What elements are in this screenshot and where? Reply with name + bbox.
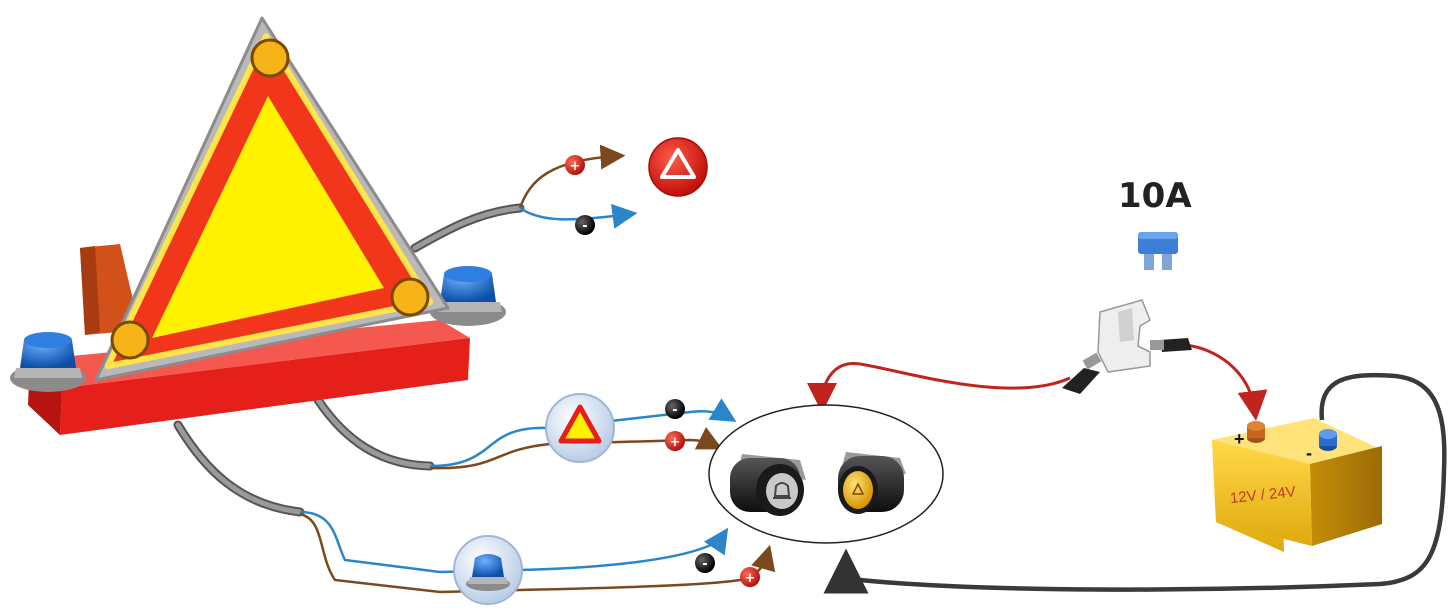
hazard-light-negative-lead <box>519 203 638 229</box>
beacon-switch-negative-terminal: - <box>695 553 715 573</box>
svg-text:+: + <box>670 435 681 450</box>
triangle-lamp-left <box>110 320 150 360</box>
blade-fuse <box>1138 232 1178 270</box>
hazard-switch-negative-lead <box>429 398 737 468</box>
hazard-light-positive-terminal: + <box>565 155 585 175</box>
hazard-switch-positive-lead <box>429 426 723 470</box>
battery-to-switch-ground-wire <box>823 372 1447 594</box>
hazard-switch-negative-terminal: - <box>665 399 685 419</box>
beacon-lamp-icon <box>466 554 510 591</box>
hazard-triangle-icon <box>558 404 602 444</box>
svg-text:-: - <box>582 219 587 234</box>
wires <box>173 144 1447 594</box>
beacon-light-icon <box>773 482 791 499</box>
right-beacon-lamp <box>430 266 506 326</box>
hazard-switch-bubble <box>545 393 615 463</box>
triangle-lamp-top <box>250 38 290 78</box>
left-beacon-lamp <box>10 332 86 392</box>
battery-positive-terminal <box>1247 421 1265 443</box>
fuse-to-battery-wire <box>1184 343 1268 421</box>
battery-positive-sign: + <box>1234 429 1245 449</box>
hazard-symbol-disc <box>648 137 708 197</box>
svg-text:+: + <box>745 571 756 586</box>
svg-text:-: - <box>702 557 707 572</box>
fuse-holder <box>1062 299 1192 394</box>
beacon-switch-cable <box>173 420 305 517</box>
triangle-base-front <box>60 338 470 435</box>
beacon-rocker-switch[interactable] <box>730 454 806 516</box>
battery-negative-sign: - <box>1306 443 1312 463</box>
hazard-switch-positive-terminal: + <box>665 431 685 451</box>
hazard-switch-cable <box>313 395 435 471</box>
beacon-switch-positive-lead <box>299 512 776 594</box>
battery-negative-terminal <box>1319 429 1337 451</box>
svg-text:+: + <box>570 159 581 174</box>
fuse-rating-label: 10A <box>1118 176 1192 216</box>
terminals: + - - + - + <box>565 155 760 587</box>
switch-panel <box>708 404 944 544</box>
hazard-light-positive-lead <box>518 144 626 209</box>
beacon-switch-bubble <box>453 535 523 605</box>
warning-triangle-assembly <box>10 16 506 435</box>
hazard-triangle-icon <box>851 482 865 495</box>
battery-front-face <box>1212 440 1312 546</box>
hazard-triangle-icon <box>660 148 696 179</box>
battery-voltage-label: 12V / 24V <box>1229 483 1296 507</box>
svg-text:-: - <box>672 403 677 418</box>
hazard-rocker-switch[interactable] <box>838 452 906 514</box>
triangle-lamp-right <box>390 277 430 317</box>
hazard-light-negative-terminal: - <box>575 215 595 235</box>
battery: + - 12V / 24V <box>1212 418 1382 552</box>
beacon-switch-positive-terminal: + <box>740 567 760 587</box>
beacon-switch-negative-lead <box>299 510 729 574</box>
fuse-to-switch-wire <box>807 362 1071 413</box>
triangle-reflector-yellow <box>152 96 384 338</box>
